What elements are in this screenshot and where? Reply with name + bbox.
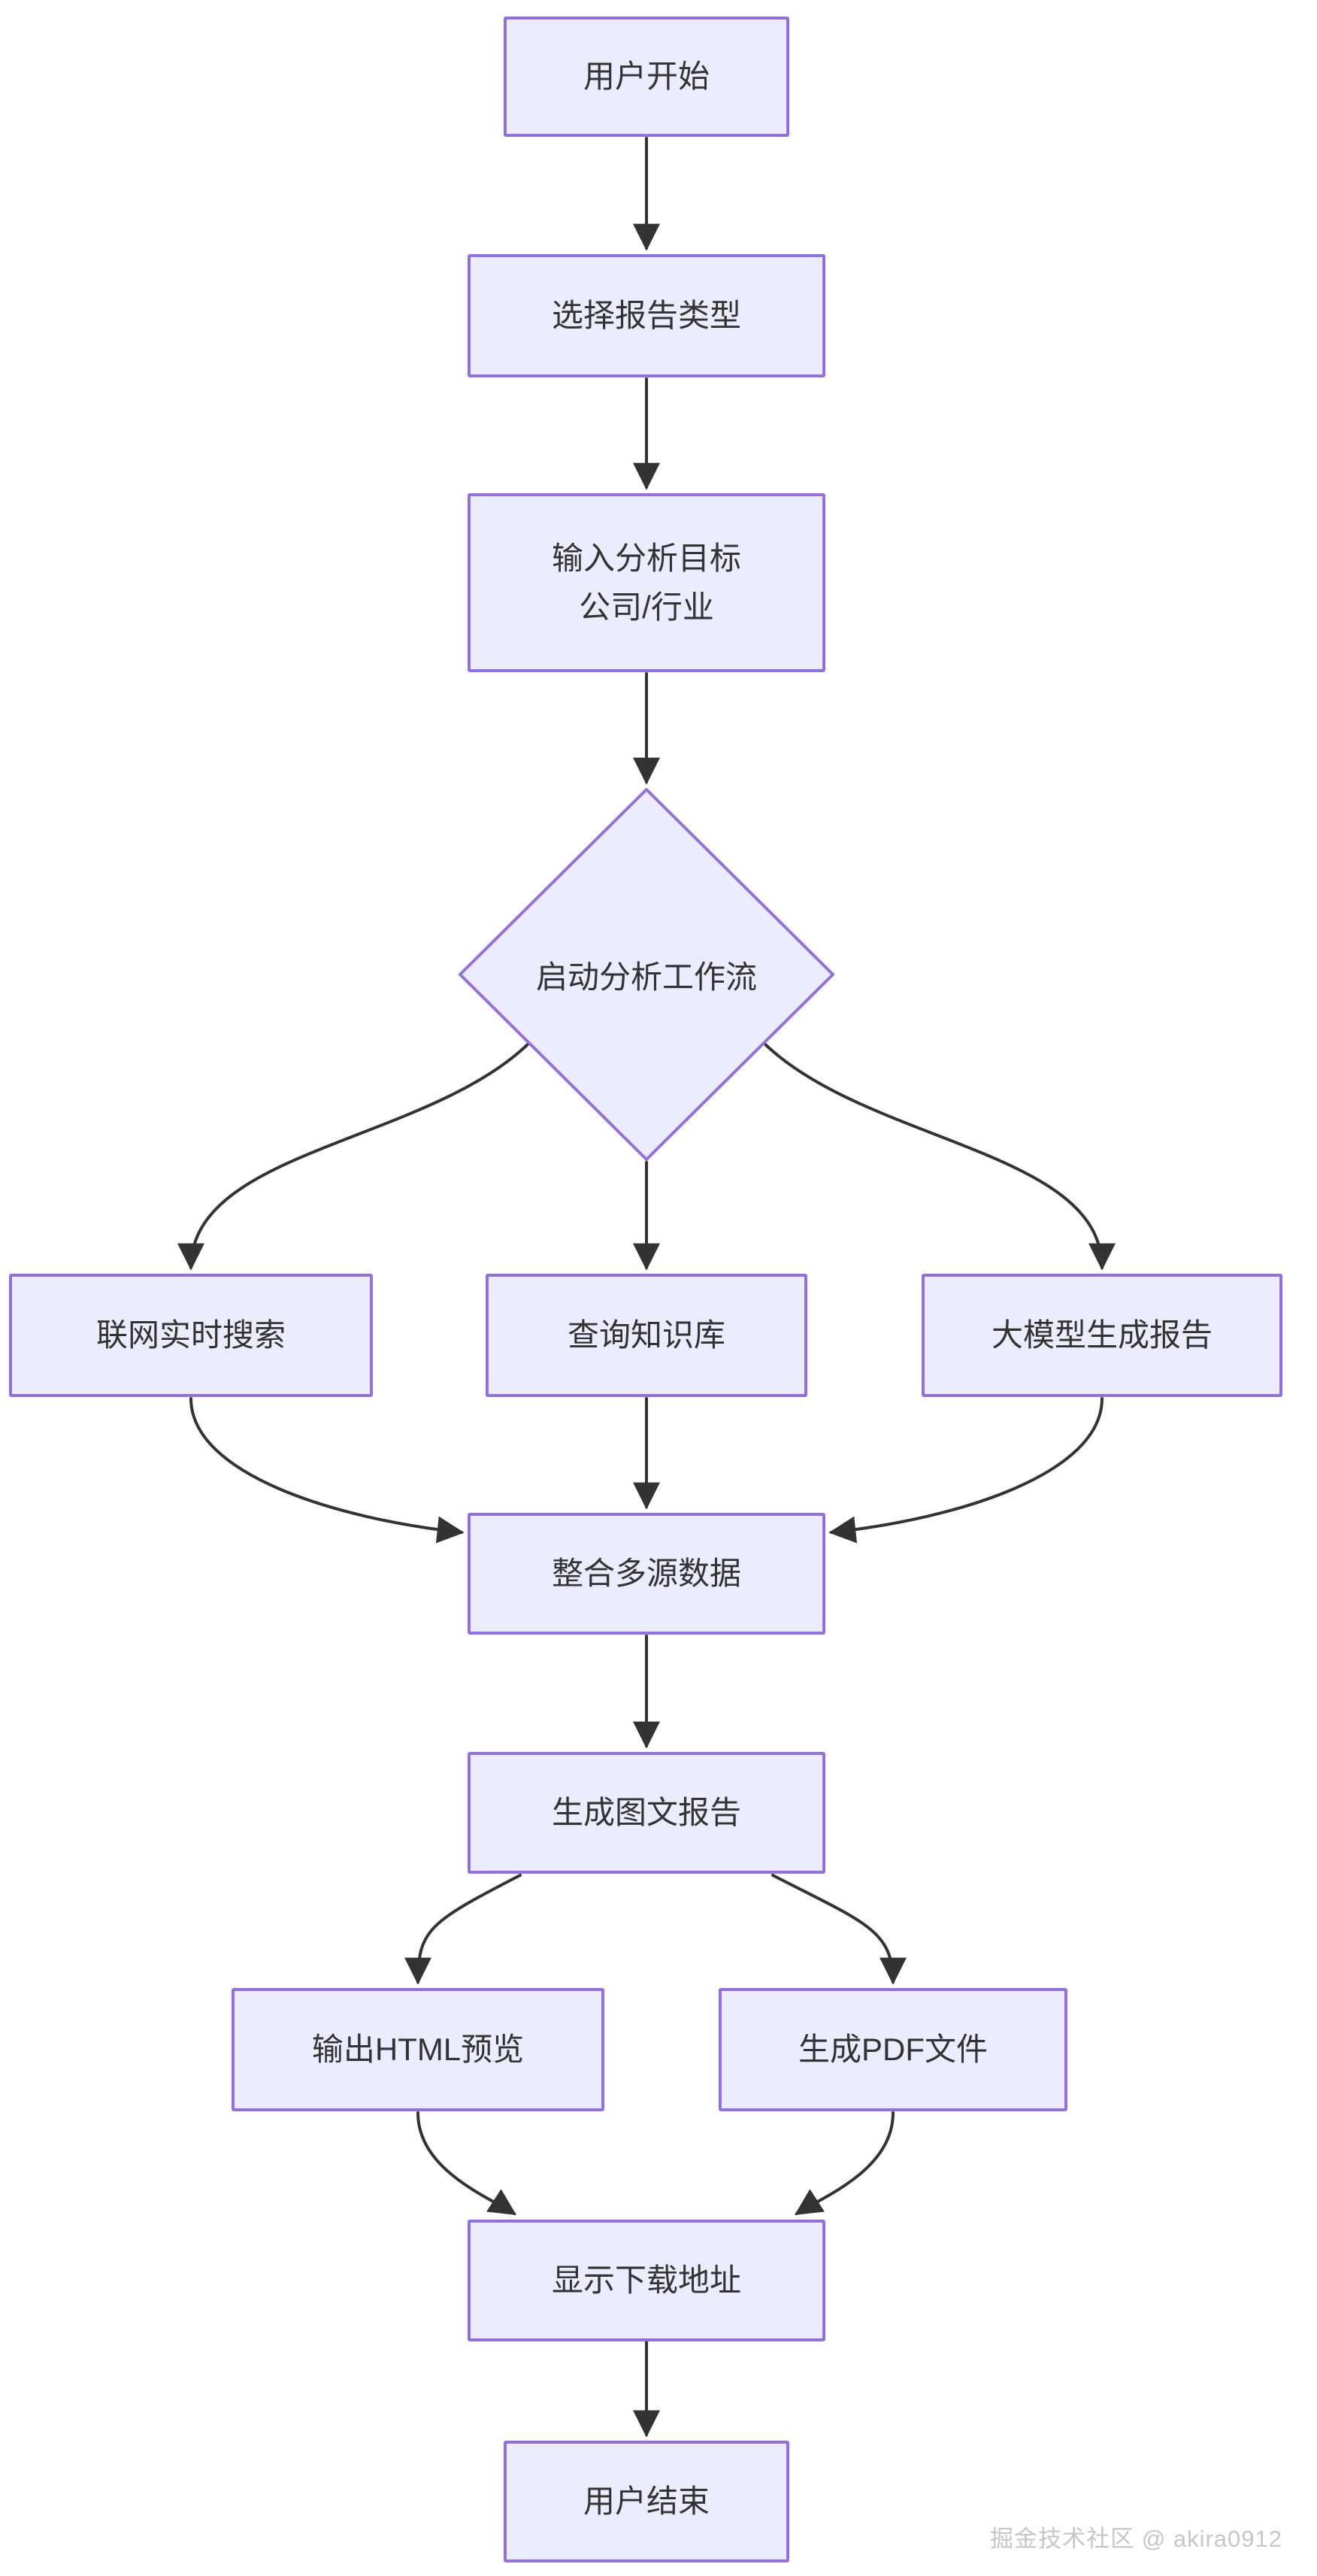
node-show-download-url: 显示下载地址 — [468, 2220, 825, 2341]
diamond-shape — [459, 788, 834, 1161]
node-user-start: 用户开始 — [504, 17, 789, 137]
edge-start-workflow-to-llm-report — [764, 1043, 1116, 1271]
edge-html-preview-to-show-download — [416, 2111, 517, 2215]
node-user-end: 用户结束 — [504, 2441, 789, 2562]
node-show-download-url-label: 显示下载地址 — [551, 2262, 741, 2299]
node-online-realtime-search: 联网实时搜索 — [9, 1274, 373, 1397]
node-output-html-preview: 输出HTML预览 — [232, 1988, 604, 2111]
watermark-text: 掘金技术社区 @ akira0912 — [990, 2526, 1282, 2552]
node-generate-illustrated-report-label: 生成图文报告 — [551, 1795, 741, 1831]
node-online-realtime-search-label: 联网实时搜索 — [95, 1317, 286, 1353]
node-input-analysis-target-line2: 公司/行业 — [579, 589, 714, 625]
edge-gen-report-to-html-preview — [404, 1874, 522, 1985]
node-input-analysis-target-line1: 输入分析目标 — [551, 540, 741, 576]
node-user-start-label: 用户开始 — [583, 59, 710, 95]
node-select-report-type-label: 选择报告类型 — [551, 298, 741, 334]
node-start-analysis-workflow: 启动分析工作流 — [459, 788, 834, 1161]
node-query-knowledge-base-label: 查询知识库 — [567, 1317, 725, 1353]
node-generate-illustrated-report: 生成图文报告 — [468, 1752, 825, 1874]
edge-pdf-file-to-show-download — [794, 2111, 895, 2215]
node-generate-pdf-file: 生成PDF文件 — [719, 1988, 1067, 2111]
node-query-knowledge-base: 查询知识库 — [486, 1274, 807, 1397]
node-generate-pdf-file-label: 生成PDF文件 — [798, 2032, 988, 2068]
node-select-report-type: 选择报告类型 — [468, 254, 825, 377]
node-merge-multisource-data-label: 整合多源数据 — [551, 1556, 741, 1592]
node-start-analysis-workflow-label: 启动分析工作流 — [535, 959, 757, 995]
edge-start-workflow-to-web-search — [177, 1043, 529, 1271]
edge-llm-report-to-merge-data — [828, 1397, 1104, 1544]
edge-web-search-to-merge-data — [189, 1397, 465, 1544]
node-llm-generate-report-label: 大模型生成报告 — [991, 1317, 1213, 1353]
node-llm-generate-report: 大模型生成报告 — [922, 1274, 1282, 1397]
node-merge-multisource-data: 整合多源数据 — [468, 1513, 825, 1635]
node-output-html-preview-label: 输出HTML预览 — [311, 2032, 525, 2068]
node-user-end-label: 用户结束 — [583, 2484, 710, 2520]
edge-gen-report-to-pdf-file — [771, 1874, 907, 1985]
node-input-analysis-target: 输入分析目标 公司/行业 — [468, 493, 825, 672]
